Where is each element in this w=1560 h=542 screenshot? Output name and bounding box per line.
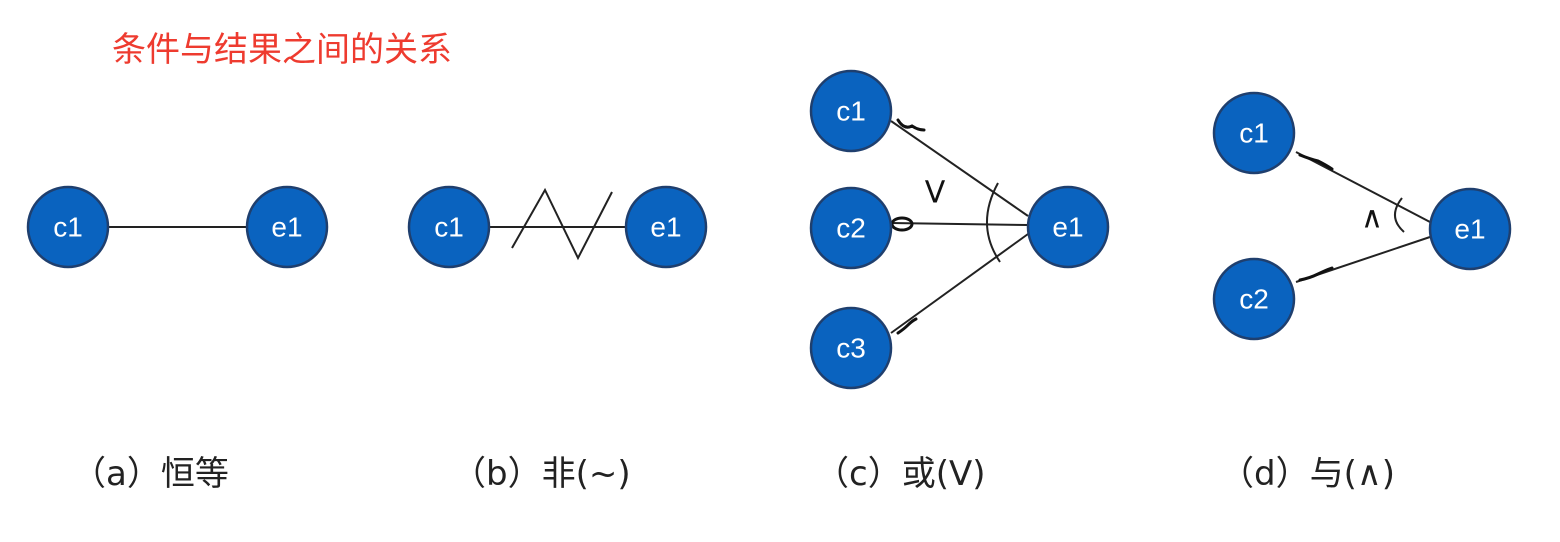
node-d-e1-label: e1 <box>1454 214 1485 245</box>
ink-mark-d2 <box>1298 266 1334 282</box>
node-c-c1-label: c1 <box>836 96 866 127</box>
node-c-c3: c3 <box>809 306 893 390</box>
node-c-e1-label: e1 <box>1052 212 1083 243</box>
node-b-e1: e1 <box>624 185 708 269</box>
node-a-c1: c1 <box>26 185 110 269</box>
node-d-c1-label: c1 <box>1239 118 1269 149</box>
node-d-c2: c2 <box>1212 257 1296 341</box>
or-arc <box>986 182 1001 263</box>
node-d-e1: e1 <box>1428 187 1512 271</box>
caption-d: （d）与(∧) <box>1220 454 1395 494</box>
caption-c: （c）或(V) <box>815 454 986 494</box>
node-a-e1: e1 <box>245 185 329 269</box>
node-b-e1-label: e1 <box>650 212 681 243</box>
edge-d-c1-e1 <box>1295 151 1431 223</box>
and-operator-label: ∧ <box>1361 201 1383 236</box>
edge-c-c3-e1 <box>890 233 1029 334</box>
negation-zigzag <box>511 187 613 261</box>
node-b-c1: c1 <box>407 185 491 269</box>
edge-c-c2-e1 <box>890 222 1029 226</box>
caption-a: （a）恒等 <box>72 454 229 494</box>
edge-c-c1-e1 <box>890 120 1029 217</box>
node-c-c2-label: c2 <box>836 213 866 244</box>
ink-mark-c3 <box>896 317 918 335</box>
node-a-e1-label: e1 <box>271 212 302 243</box>
panel-a-identity: c1 e1 <box>26 185 329 269</box>
panel-b-negation: c1 e1 <box>407 185 708 269</box>
ink-mark-d1 <box>1298 153 1334 171</box>
ink-mark-c1 <box>896 118 926 132</box>
or-operator-label: V <box>925 176 946 211</box>
caption-b: （b）非(~) <box>452 454 631 494</box>
node-d-c1: c1 <box>1212 91 1296 175</box>
node-d-c2-label: c2 <box>1239 284 1269 315</box>
node-c-c1: c1 <box>809 69 893 153</box>
node-a-c1-label: c1 <box>53 212 83 243</box>
panel-c-or: V c1 c2 c3 e1 <box>809 69 1110 390</box>
node-c-e1: e1 <box>1026 185 1110 269</box>
panel-d-and: ∧ c1 c2 e1 <box>1212 91 1512 341</box>
node-c-c2: c2 <box>809 186 893 270</box>
node-c-c3-label: c3 <box>836 333 866 364</box>
node-b-c1-label: c1 <box>434 212 464 243</box>
and-arc <box>1394 197 1405 233</box>
diagram-title: 条件与结果之间的关系 <box>112 30 452 70</box>
